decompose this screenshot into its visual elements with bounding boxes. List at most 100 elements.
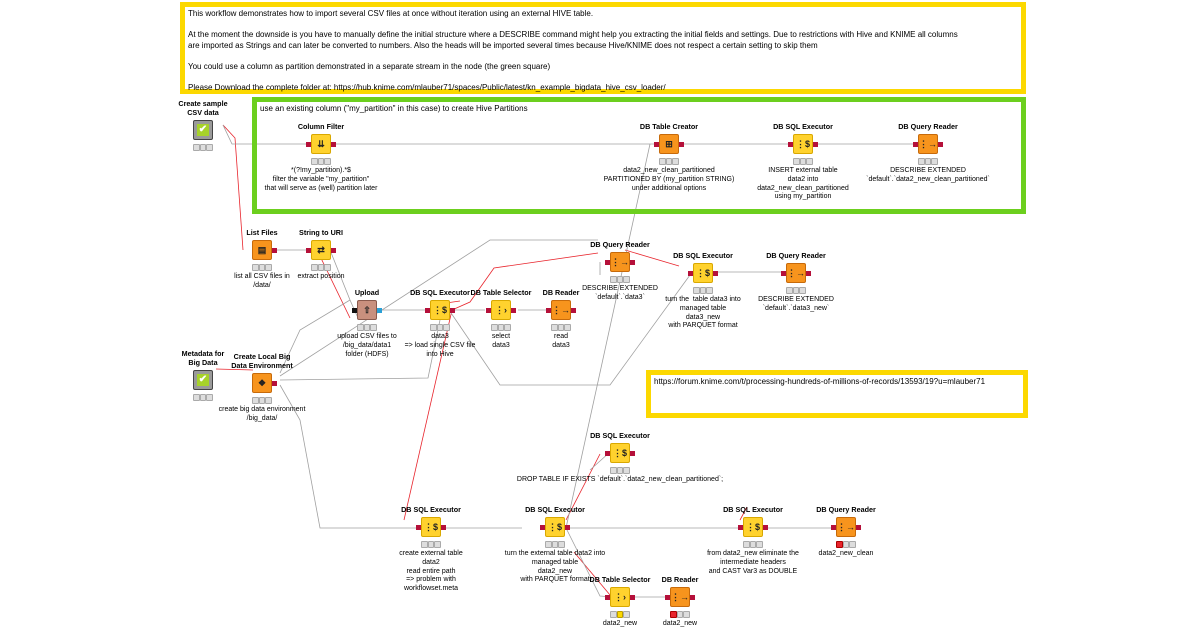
node-annotation: turn the table data3 into managed table … (665, 296, 741, 330)
output-port[interactable] (565, 525, 570, 530)
output-port[interactable] (630, 595, 635, 600)
node-annotation: turn the external table data2 into manag… (504, 550, 606, 584)
input-port[interactable] (913, 142, 918, 147)
node-title: List Files (246, 228, 278, 237)
node-status-indicator (551, 324, 572, 331)
db-table-selector-icon[interactable]: ⋮› (610, 587, 630, 607)
db-query-reader-icon[interactable]: ⋮→ (836, 517, 856, 537)
input-port[interactable] (831, 525, 836, 530)
node-status-indicator (252, 264, 273, 271)
input-port[interactable] (352, 308, 357, 313)
input-port[interactable] (416, 525, 421, 530)
output-port[interactable] (806, 271, 811, 276)
workflow-description-annotation: This workflow demonstrates how to import… (180, 2, 1026, 94)
node-status-indicator (659, 158, 680, 165)
output-port[interactable] (272, 248, 277, 253)
db-sql-icon[interactable]: ⋮$ (693, 263, 713, 283)
input-port[interactable] (605, 451, 610, 456)
db-sql-icon[interactable]: ⋮$ (545, 517, 565, 537)
input-port[interactable] (425, 308, 430, 313)
upload-icon[interactable]: ⇧ (357, 300, 377, 320)
data-connection (279, 299, 351, 374)
node-annotation: DESCRIBE EXTENDED `default`.`data3_new` (758, 296, 834, 312)
output-port[interactable] (331, 248, 336, 253)
input-port[interactable] (306, 248, 311, 253)
node-annotation: INSERT external table data2 into data2_n… (757, 167, 849, 201)
partition-annotation: use an existing column ("my_partition" i… (252, 97, 1026, 214)
node-title: DB SQL Executor (673, 251, 733, 260)
flow-variable-connection (317, 251, 351, 319)
data-connection (279, 384, 424, 529)
output-port[interactable] (679, 142, 684, 147)
db-sql-icon[interactable]: ⋮$ (793, 134, 813, 154)
output-port[interactable] (630, 260, 635, 265)
input-port[interactable] (540, 525, 545, 530)
node-annotation: upload CSV files to /big_data/data1 fold… (337, 333, 397, 358)
output-port[interactable] (690, 595, 695, 600)
output-port[interactable] (441, 525, 446, 530)
input-port[interactable] (306, 142, 311, 147)
node-title: DB Query Reader (898, 122, 958, 131)
node-title: DB Table Selector (589, 575, 651, 584)
node-title: DB Reader (661, 575, 699, 584)
node-title: DB SQL Executor (590, 431, 650, 440)
node-title: DB SQL Executor (410, 288, 470, 297)
output-port[interactable] (272, 381, 277, 386)
db-sql-icon[interactable]: ⋮$ (743, 517, 763, 537)
db-sql-icon[interactable]: ⋮$ (610, 443, 630, 463)
flow-variable-connection (624, 249, 680, 267)
node-annotation: data2_new (662, 620, 698, 627)
input-port[interactable] (738, 525, 743, 530)
node-status-indicator (545, 541, 566, 548)
output-port[interactable] (630, 451, 635, 456)
input-port[interactable] (546, 308, 551, 313)
checkmark-icon[interactable]: ✔ (193, 120, 213, 140)
big-data-environment-icon[interactable]: ❖ (252, 373, 272, 393)
checkmark-icon[interactable]: ✔ (193, 370, 213, 390)
node-title: DB SQL Executor (525, 505, 585, 514)
node-title: DB Query Reader (590, 240, 650, 249)
annotation-text: This workflow demonstrates how to import… (188, 9, 958, 93)
output-port[interactable] (938, 142, 943, 147)
data-connection (222, 124, 311, 145)
column-filter-icon[interactable]: ⇊ (311, 134, 331, 154)
node-status-indicator (311, 158, 332, 165)
output-port[interactable] (713, 271, 718, 276)
node-status-indicator (357, 324, 378, 331)
db-query-reader-icon[interactable]: ⋮→ (918, 134, 938, 154)
input-port[interactable] (788, 142, 793, 147)
output-port[interactable] (813, 142, 818, 147)
output-port[interactable] (571, 308, 576, 313)
db-reader-icon[interactable]: ⋮→ (551, 300, 571, 320)
node-annotation: DROP TABLE IF EXISTS `default`.`data2_ne… (516, 476, 724, 483)
db-table-creator-icon[interactable]: ⊞ (659, 134, 679, 154)
input-port[interactable] (688, 271, 693, 276)
db-table-selector-icon[interactable]: ⋮› (491, 300, 511, 320)
input-port[interactable] (654, 142, 659, 147)
input-port[interactable] (781, 271, 786, 276)
node-status-indicator (836, 541, 857, 548)
forum-link-annotation: https://forum.knime.com/t/processing-hun… (646, 370, 1028, 418)
data-connection (565, 143, 651, 529)
db-query-reader-icon[interactable]: ⋮→ (786, 263, 806, 283)
input-port[interactable] (605, 260, 610, 265)
annotation-text: use an existing column ("my_partition" i… (260, 104, 528, 113)
db-sql-icon[interactable]: ⋮$ (421, 517, 441, 537)
output-port[interactable] (856, 525, 861, 530)
output-port[interactable] (763, 525, 768, 530)
input-port[interactable] (665, 595, 670, 600)
output-port[interactable] (511, 308, 516, 313)
output-port[interactable] (331, 142, 336, 147)
output-port[interactable] (450, 308, 455, 313)
input-port[interactable] (605, 595, 610, 600)
list-files-icon[interactable]: ▤ (252, 240, 272, 260)
node-title: DB SQL Executor (401, 505, 461, 514)
string-to-uri-icon[interactable]: ⇄ (311, 240, 331, 260)
output-port[interactable] (377, 308, 382, 313)
input-port[interactable] (486, 308, 491, 313)
node-annotation: select data3 (491, 333, 511, 349)
db-sql-icon[interactable]: ⋮$ (430, 300, 450, 320)
db-query-reader-icon[interactable]: ⋮→ (610, 252, 630, 272)
db-reader-icon[interactable]: ⋮→ (670, 587, 690, 607)
